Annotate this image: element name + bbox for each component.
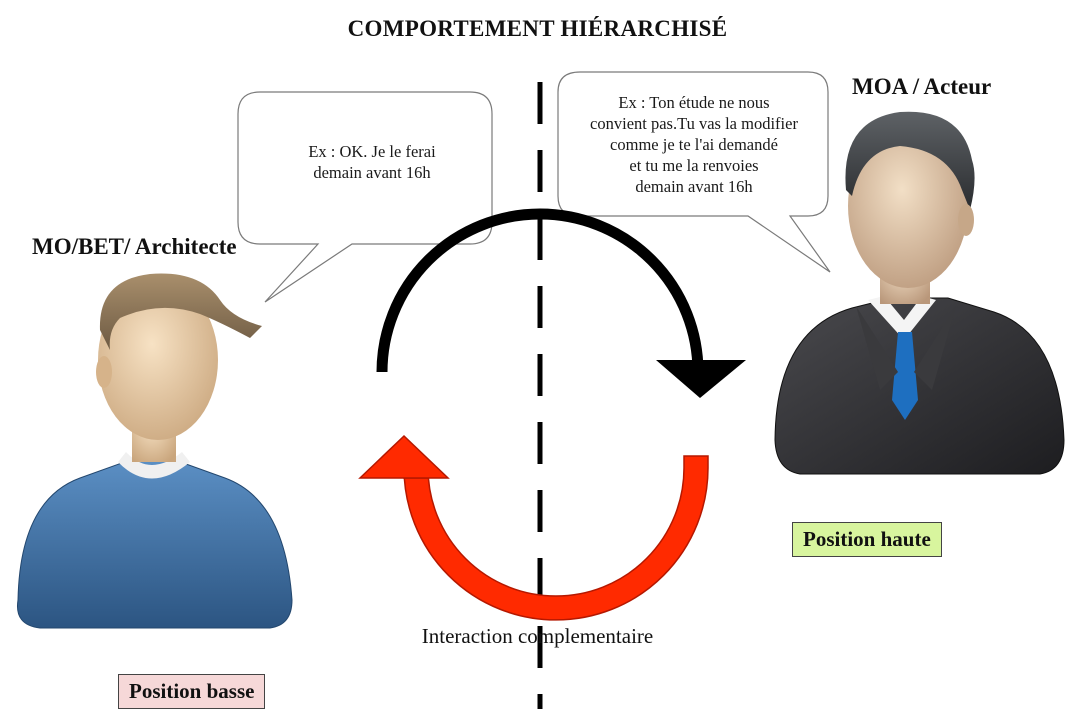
diagram-title: COMPORTEMENT HIÉRARCHISÉ: [347, 16, 728, 41]
speech-line: Ex : OK. Je le ferai: [308, 142, 436, 161]
left-person-label: MO/BET/ Architecte: [32, 234, 237, 259]
person-left-avatar: [16, 273, 293, 629]
speech-line: convient pas.Tu vas la modifier: [590, 114, 798, 133]
right-person-label: MOA / Acteur: [852, 74, 992, 99]
arrow-bottom-head: [358, 434, 450, 479]
speech-line: demain avant 16h: [635, 177, 753, 196]
interaction-caption: Interaction complementaire: [421, 624, 654, 648]
speech-line: demain avant 16h: [313, 163, 431, 182]
position-low-badge: Position basse: [118, 674, 266, 709]
arrow-top-head: [656, 360, 746, 398]
position-high-badge: Position haute: [792, 522, 942, 557]
arrow-bottom-red: [403, 455, 709, 621]
speech-text-left: Ex : OK. Je le ferai demain avant 16h: [262, 141, 482, 183]
speech-text-right: Ex : Ton étude ne nous convient pas.Tu v…: [568, 92, 820, 197]
speech-line: comme je te l'ai demandé: [610, 135, 778, 154]
arrow-top-black: [376, 208, 704, 373]
speech-line: et tu me la renvoies: [629, 156, 759, 175]
speech-bubble-right: [557, 71, 831, 273]
person-right-avatar: [774, 111, 1065, 475]
speech-bubble-left: [237, 91, 493, 303]
speech-line: Ex : Ton étude ne nous: [618, 93, 770, 112]
